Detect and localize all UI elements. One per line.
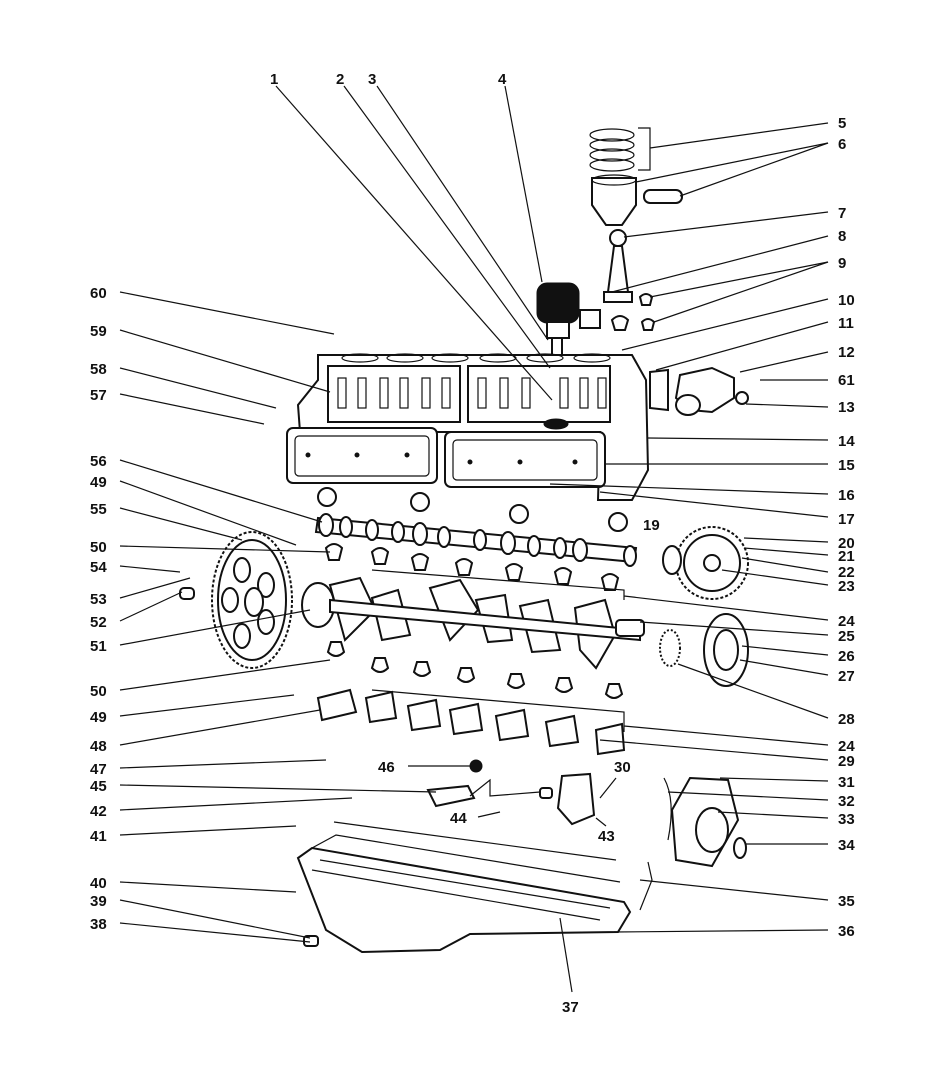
water-pump [649, 366, 749, 416]
callout-17: 17 [838, 511, 855, 528]
oil-pan [296, 834, 632, 954]
callout-45: 45 [90, 778, 107, 795]
callout-12: 12 [838, 344, 855, 361]
callout-46: 46 [378, 759, 395, 776]
callout-9: 9 [838, 255, 846, 272]
callout-7: 7 [838, 205, 846, 222]
side-covers [286, 427, 606, 488]
callout-42: 42 [90, 803, 107, 820]
callout-57: 57 [90, 387, 107, 404]
callout-29: 29 [838, 753, 855, 770]
callout-27: 27 [838, 668, 855, 685]
callout-5: 5 [838, 115, 846, 132]
flywheel [179, 531, 293, 669]
callout-34: 34 [838, 837, 855, 854]
camshaft-bearings [317, 487, 628, 532]
callout-3: 3 [368, 71, 376, 88]
callout-58: 58 [90, 361, 107, 378]
crankshaft [301, 576, 645, 670]
callout-11: 11 [838, 315, 854, 332]
callout-13: 13 [838, 399, 855, 416]
callout-50-upper: 50 [90, 539, 107, 556]
piston-pin [643, 189, 683, 204]
callout-49-lower: 49 [90, 709, 107, 726]
connecting-rod [603, 229, 633, 303]
callout-48: 48 [90, 738, 107, 755]
engine-parts-illustration [179, 128, 749, 954]
callout-49-upper: 49 [90, 474, 107, 491]
callout-31: 31 [838, 774, 855, 791]
main-bearing-caps [316, 688, 626, 756]
callout-22: 22 [838, 564, 855, 581]
callout-61: 61 [838, 372, 855, 389]
rod-bearings [610, 293, 656, 331]
callout-47: 47 [90, 761, 107, 778]
callout-8: 8 [838, 228, 846, 245]
crankshaft-gear [659, 629, 681, 667]
callout-6: 6 [838, 136, 846, 153]
oil-pan-gasket [333, 821, 617, 861]
callout-38: 38 [90, 916, 107, 933]
callout-50-lower: 50 [90, 683, 107, 700]
callout-4: 4 [498, 71, 507, 88]
callout-10: 10 [838, 292, 855, 309]
camshaft [314, 513, 638, 567]
callout-23: 23 [838, 578, 855, 595]
callout-39: 39 [90, 893, 107, 910]
callout-52: 52 [90, 614, 107, 631]
callout-40: 40 [90, 875, 107, 892]
upper-main-bearings [324, 543, 620, 591]
callout-25: 25 [838, 628, 855, 645]
callout-28: 28 [838, 711, 855, 728]
dipstick-tube [639, 861, 653, 911]
piston [591, 174, 637, 226]
harmonic-balancer [703, 613, 749, 687]
callout-24-lower: 24 [838, 738, 855, 755]
callout-33: 33 [838, 811, 855, 828]
timing-cover [663, 776, 747, 868]
callout-36: 36 [838, 923, 855, 940]
callout-59: 59 [90, 323, 107, 340]
callout-60: 60 [90, 285, 107, 302]
callout-32: 32 [838, 793, 855, 810]
callout-41: 41 [90, 828, 107, 845]
callout-56: 56 [90, 453, 107, 470]
callout-35: 35 [838, 893, 855, 910]
callout-16: 16 [838, 487, 855, 504]
callout-53: 53 [90, 591, 107, 608]
callout-20: 20 [838, 535, 855, 552]
callout-labels: 1 2 3 4 5 6 7 8 9 10 11 12 61 13 14 15 1… [90, 71, 855, 1016]
piston-rings [589, 128, 635, 172]
lower-main-bearings [326, 641, 624, 699]
callout-2: 2 [336, 71, 344, 88]
oil-pump-assembly [426, 759, 596, 826]
callout-55: 55 [90, 501, 107, 518]
callout-1: 1 [270, 71, 278, 88]
callout-24-upper: 24 [838, 613, 855, 630]
callout-51: 51 [90, 638, 107, 655]
callout-15: 15 [838, 457, 855, 474]
callout-43: 43 [598, 828, 615, 845]
callout-54: 54 [90, 559, 107, 576]
callout-19: 19 [643, 517, 660, 534]
callout-26: 26 [838, 648, 855, 665]
callout-14: 14 [838, 433, 855, 450]
cylinder-block [296, 353, 650, 501]
callout-44: 44 [450, 810, 467, 827]
callout-37: 37 [562, 999, 579, 1016]
callout-21: 21 [838, 548, 855, 565]
camshaft-gear [662, 526, 749, 600]
leader-lines [119, 85, 829, 993]
callout-30: 30 [614, 759, 631, 776]
